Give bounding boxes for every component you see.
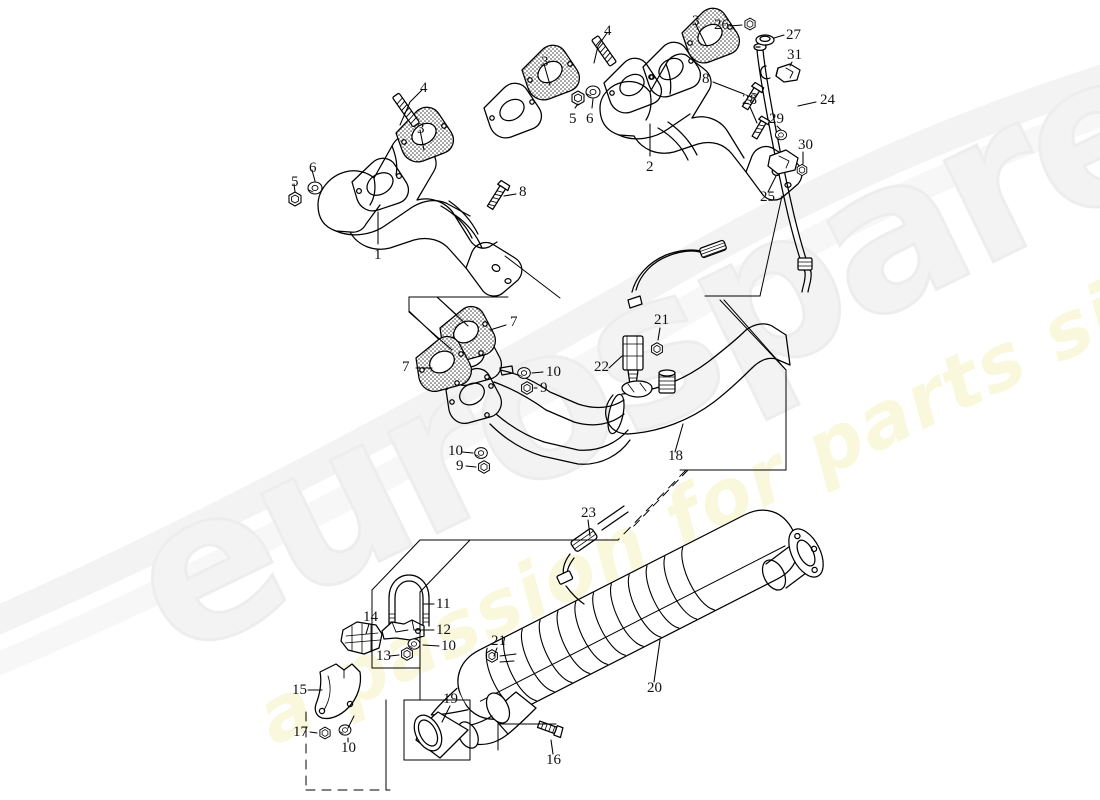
u-bolt-clamp-11 <box>388 574 430 627</box>
callout-10c: 10 <box>441 638 456 654</box>
callout-6b: 6 <box>586 111 594 127</box>
hex-bolt-8-left <box>486 179 511 211</box>
manifold-port-flange-left <box>351 157 409 212</box>
oxygen-sensor-22 <box>621 239 727 398</box>
callout-30: 30 <box>798 137 813 153</box>
callout-13: 13 <box>376 648 391 664</box>
callout-12: 12 <box>436 622 451 638</box>
manifold-port-flange-right-2 <box>642 41 701 98</box>
hex-nut-17 <box>319 726 331 740</box>
callout-22: 22 <box>594 359 609 375</box>
hex-nut-5-left <box>288 191 302 207</box>
lock-washer-10-mid-upper <box>517 367 531 379</box>
hex-nut-9-mid-upper <box>521 381 533 395</box>
washer-29 <box>774 129 788 141</box>
callout-26: 26 <box>714 17 729 33</box>
lock-washer-10-bracket <box>407 638 421 650</box>
group-boundary-lines <box>305 195 787 791</box>
tail-pipe-sleeve-19 <box>413 711 469 759</box>
callout-21a: 21 <box>654 312 669 328</box>
callout-3b: 3 <box>541 54 549 70</box>
callout-17: 17 <box>293 724 308 740</box>
o-ring-seal-27 <box>755 34 775 46</box>
callout-5a: 5 <box>291 174 299 190</box>
manifold-port-flange-right-1 <box>603 57 662 114</box>
callout-9a: 9 <box>540 380 548 396</box>
callout-14: 14 <box>363 609 378 625</box>
threaded-bung <box>658 369 676 394</box>
hex-bolt-16 <box>536 720 564 739</box>
callout-3c: 3 <box>692 13 700 29</box>
callout-3a: 3 <box>417 121 425 137</box>
hex-nut-9-mid-lower <box>478 460 490 474</box>
callout-29: 29 <box>769 111 784 127</box>
flange-gasket-7-lower <box>415 335 473 393</box>
callout-25: 25 <box>760 189 775 205</box>
callout-4a: 4 <box>420 80 428 96</box>
callout-31: 31 <box>787 47 802 63</box>
hex-nut-30 <box>796 163 808 177</box>
callout-10a: 10 <box>546 364 561 380</box>
hex-bolt-8-right <box>741 81 765 111</box>
callout-19: 19 <box>443 691 458 707</box>
lock-washer-6-left <box>307 181 323 195</box>
leader-lines <box>293 22 817 755</box>
callout-23: 23 <box>581 505 596 521</box>
callout-28: 28 <box>742 92 757 108</box>
callout-4b: 4 <box>604 23 612 39</box>
muffler-20 <box>430 509 824 749</box>
callout-15: 15 <box>292 682 307 698</box>
callout-24: 24 <box>820 92 835 108</box>
callout-21b: 21 <box>491 633 506 649</box>
stud-bolt-4-right <box>591 35 617 67</box>
callout-5b: 5 <box>569 111 577 127</box>
hanger-bracket-15 <box>314 663 362 720</box>
callout-27: 27 <box>786 27 801 43</box>
callout-7b: 7 <box>402 359 410 375</box>
mounting-bracket-12 <box>381 619 425 641</box>
callout-8a: 8 <box>519 184 527 200</box>
callout-1: 1 <box>374 247 382 263</box>
callout-9b: 9 <box>456 458 464 474</box>
manifold-port-flange-left-2 <box>483 82 542 139</box>
callout-20: 20 <box>647 680 662 696</box>
hex-nut-21-upper <box>651 342 663 356</box>
tube-bracket-25 <box>767 149 799 175</box>
callout-2: 2 <box>646 159 654 175</box>
gasket-3-right <box>681 7 740 64</box>
callout-16: 16 <box>546 752 561 768</box>
flange-tab <box>499 365 514 376</box>
callout-11: 11 <box>436 596 451 612</box>
hex-nut-26 <box>744 17 756 31</box>
lock-washer-10-mid-lower <box>474 447 488 459</box>
gasket-3-middle <box>521 44 580 101</box>
callout-10b: 10 <box>448 443 463 459</box>
tube-clip-upper <box>760 65 771 80</box>
hex-nut-13 <box>401 647 413 661</box>
callout-7a: 7 <box>510 314 518 330</box>
hex-nut-5-right <box>571 90 585 106</box>
callout-10d: 10 <box>341 740 356 756</box>
callout-18: 18 <box>668 448 683 464</box>
callout-8b: 8 <box>702 71 710 87</box>
hex-bolt-28 <box>751 115 771 140</box>
retaining-clip-31 <box>775 63 801 83</box>
callout-6a: 6 <box>309 160 317 176</box>
lock-washer-6-right <box>585 85 601 99</box>
